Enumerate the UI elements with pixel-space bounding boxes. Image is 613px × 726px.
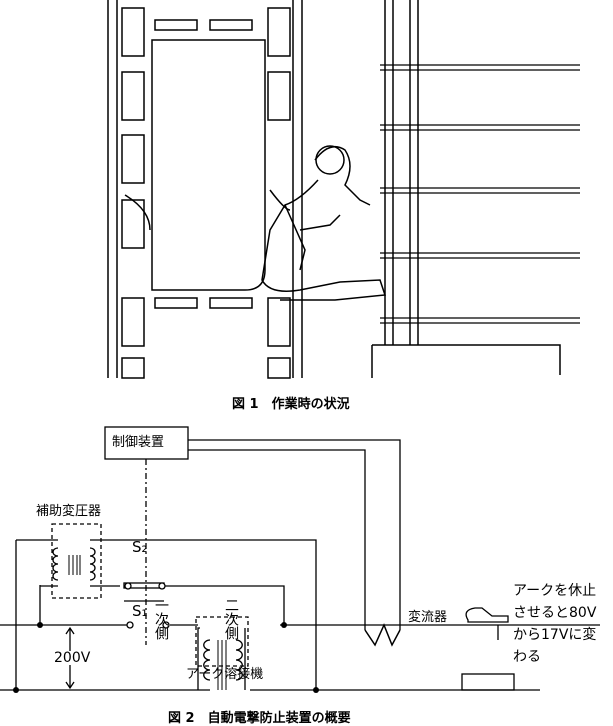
arc-note: アークを休止 させると80V から17Vに変 わる xyxy=(513,583,597,665)
current-transformer-label: 変流器 xyxy=(408,610,448,625)
figure2-caption: 図 2 自動電撃防止装置の概要 xyxy=(168,711,351,726)
voltage-label: 200V xyxy=(54,650,91,666)
figure1-caption: 図 1 作業時の状況 xyxy=(232,397,350,412)
control-unit-label: 制御装置 xyxy=(112,435,165,450)
secondary-side-label: 二次側 xyxy=(223,598,239,640)
aux-transformer-label: 補助変圧器 xyxy=(36,504,102,519)
switch-s1-label: S₁ xyxy=(132,602,148,620)
switch-s2-label: S₂ xyxy=(132,538,148,556)
primary-side-label: 一次側 xyxy=(153,598,169,640)
welder-label: アーク溶接機 xyxy=(186,667,264,682)
